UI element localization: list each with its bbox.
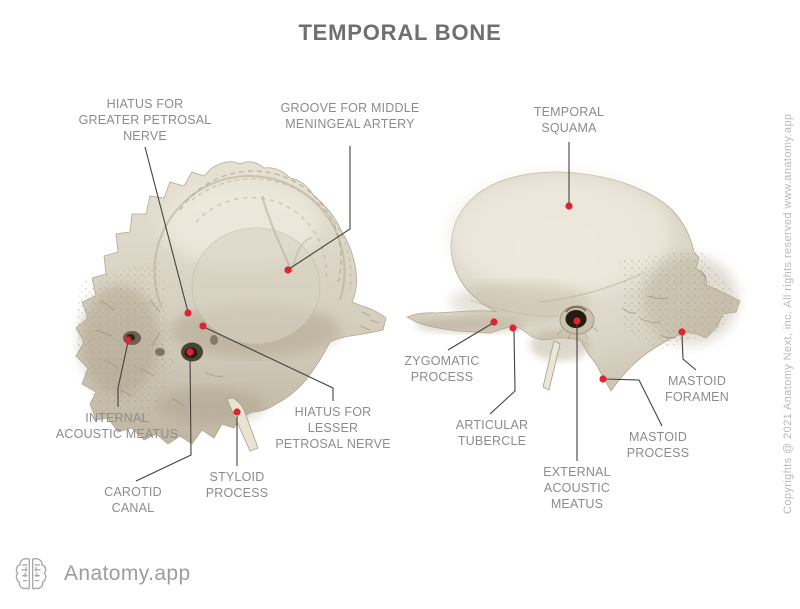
label-articular-tubercle: ARTICULAR TUBERCLE [455, 418, 529, 448]
label-carotid-canal: CAROTID CANAL [104, 485, 162, 515]
dot-temporal-squama [565, 202, 573, 210]
dot-articular-tubercle [509, 324, 517, 332]
label-external-acoustic-meatus: EXTERNAL ACOUSTIC MEATUS [543, 465, 611, 511]
dot-carotid-canal [186, 348, 194, 356]
leader-hiatus-lesser-petrosal [203, 326, 334, 401]
leader-carotid-canal [135, 353, 192, 482]
label-mastoid-foramen: MASTOID FORAMEN [665, 374, 729, 404]
label-hiatus-lesser-petrosal: HIATUS FOR LESSER PETROSAL NERVE [275, 405, 391, 451]
leader-articular-tubercle [489, 330, 516, 415]
styloid-process-right [542, 340, 561, 391]
anatomy-app-logo: Anatomy.app [12, 551, 191, 597]
marker-dots [124, 202, 686, 416]
bone-medial-view [75, 161, 387, 452]
label-temporal-squama: TEMPORAL SQUAMA [533, 105, 605, 135]
dot-zygomatic-process [490, 318, 498, 326]
copyright-watermark: Copyrights @ 2021 Anatomy Next, inc. All… [782, 113, 794, 515]
dot-styloid-process [233, 408, 241, 416]
label-mastoid-process: MASTOID PROCESS [626, 430, 690, 460]
brain-icon [15, 558, 47, 590]
dot-mastoid-foramen [678, 328, 686, 336]
logo-brand-text: Anatomy.app [64, 562, 191, 585]
leader-hiatus-greater-petrosal [144, 146, 189, 313]
dot-mastoid-process [599, 375, 607, 383]
dot-groove-middle-meningeal [284, 266, 292, 274]
page-title: TEMPORAL BONE [298, 20, 502, 45]
dot-hiatus-lesser-petrosal [199, 322, 207, 330]
leader-mastoid-foramen [681, 333, 697, 371]
dot-external-acoustic-meatus [573, 317, 581, 325]
bone-lateral-view [406, 171, 741, 392]
leader-mastoid-process [604, 378, 663, 427]
leader-groove-middle-meningeal [288, 146, 351, 270]
label-hiatus-greater-petrosal: HIATUS FOR GREATER PETROSAL NERVE [78, 97, 212, 143]
leader-lines [117, 142, 697, 482]
label-groove-middle-meningeal: GROOVE FOR MIDDLE MENINGEAL ARTERY [280, 101, 420, 131]
leader-zygomatic-process [447, 322, 494, 351]
dot-internal-acoustic-meatus [124, 336, 132, 344]
dot-hiatus-greater-petrosal [184, 309, 192, 317]
label-internal-acoustic-meatus: INTERNAL ACOUSTIC MEATUS [55, 411, 179, 441]
label-styloid-process: STYLOID PROCESS [205, 470, 269, 500]
leader-internal-acoustic-meatus [117, 341, 129, 407]
label-zygomatic-process: ZYGOMATIC PROCESS [404, 354, 480, 384]
